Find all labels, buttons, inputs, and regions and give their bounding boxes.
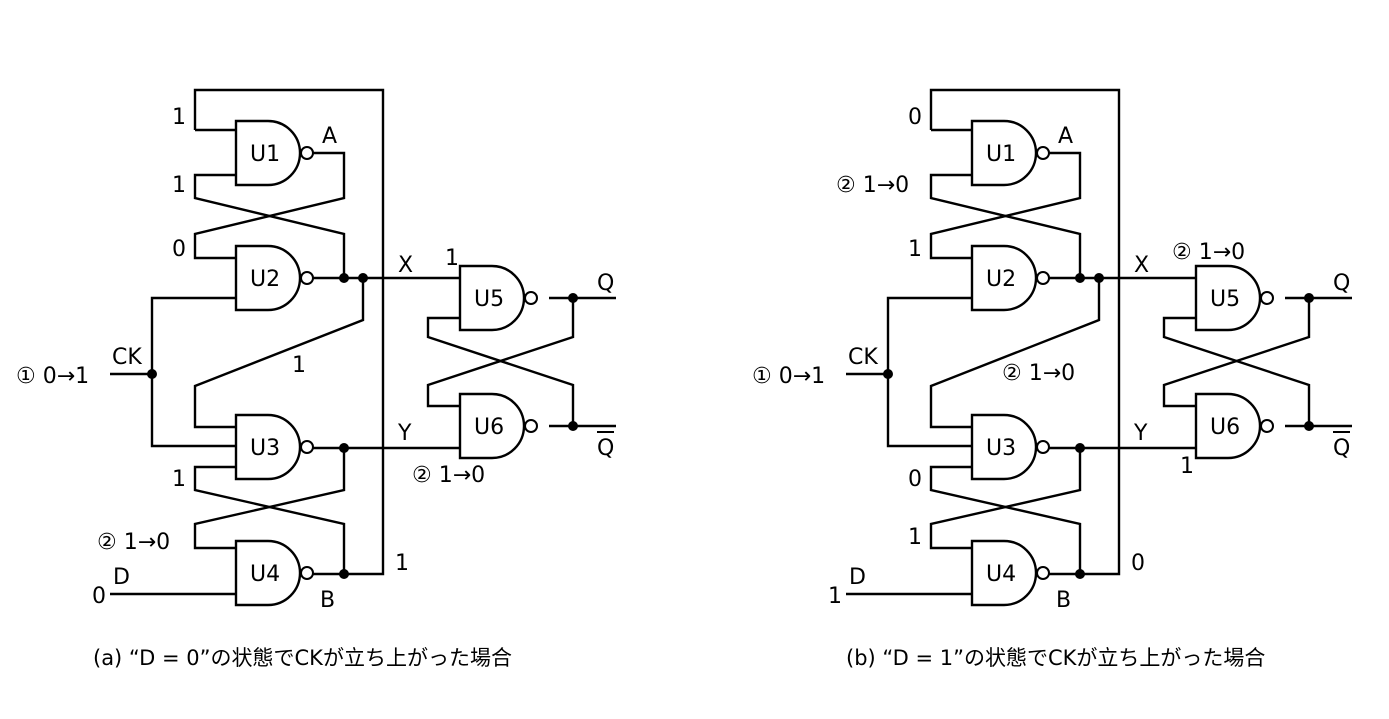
junction-dot — [883, 369, 893, 379]
gate-label: U2 — [986, 267, 1016, 292]
wire-u5-fb — [1162, 298, 1311, 408]
node-label-q: Q — [1333, 271, 1350, 296]
junction-dot — [339, 273, 349, 283]
gate-label: U5 — [1210, 287, 1240, 312]
node-label-ck: CK — [848, 345, 878, 370]
wire-u6-fb — [1162, 316, 1311, 426]
value-u1-bottom: 1 — [172, 173, 186, 198]
node-label-qbar: Q — [597, 436, 614, 461]
value-d-in: 1 — [828, 584, 842, 609]
value-feedback-right: 0 — [1131, 551, 1145, 576]
node-label-b: B — [320, 588, 335, 613]
junction-dot — [1075, 443, 1085, 453]
node-label-qbar: Q — [1333, 436, 1350, 461]
node-label-ck: CK — [112, 345, 142, 370]
junction-dot — [1304, 421, 1314, 431]
wire-u5-fb — [426, 298, 575, 408]
gate-label: U6 — [474, 415, 504, 440]
wire-y-to-u4 — [929, 448, 1082, 550]
node-label-x: X — [1134, 253, 1149, 278]
value-u3-feedback: 1 — [292, 353, 306, 378]
junction-dot — [568, 293, 578, 303]
junction-dot — [1075, 569, 1085, 579]
gate-label: U1 — [250, 142, 280, 167]
gate-label: U4 — [250, 562, 280, 587]
gate-label: U6 — [1210, 415, 1240, 440]
value-x: 1 — [445, 246, 459, 271]
wire-feedback-loop — [193, 88, 385, 576]
node-label-b: B — [1056, 588, 1071, 613]
value-y: 1 — [1180, 454, 1194, 479]
junction-dot — [1094, 273, 1104, 283]
gate-label: U1 — [986, 142, 1016, 167]
junction-dot — [339, 443, 349, 453]
junction-dot — [1304, 293, 1314, 303]
wire-b-to-u3 — [929, 465, 1082, 574]
junction-dot — [147, 369, 157, 379]
value-y: ② 1→0 — [412, 463, 485, 488]
wire-x-feedback — [193, 278, 365, 429]
junction-dot — [568, 421, 578, 431]
value-u3-bottom: 0 — [908, 467, 922, 492]
node-label-a: A — [322, 124, 337, 149]
value-u2-top: 1 — [908, 237, 922, 262]
node-label-y: Y — [397, 421, 412, 446]
value-u3-feedback: ② 1→0 — [1002, 361, 1075, 386]
wire-x-to-u1 — [929, 173, 1082, 278]
caption-b: (b) “D = 1”の状態でCKが立ち上がった場合 — [846, 646, 1265, 670]
diagram-b: U1 U2 U3 U4 U5 U6 A B X Y CK D Q Q 0 ② 1… — [752, 88, 1352, 670]
wire-feedback-loop — [929, 88, 1121, 576]
gate-label: U5 — [474, 287, 504, 312]
junction-dot — [1075, 273, 1085, 283]
gate-label: U3 — [986, 436, 1016, 461]
value-ck-in: ① 0→1 — [752, 364, 825, 389]
wire-b-to-u3 — [193, 465, 346, 574]
junction-dot — [358, 273, 368, 283]
node-label-d: D — [849, 565, 866, 590]
value-u4-top: 1 — [908, 525, 922, 550]
wire-x-to-u1 — [193, 173, 346, 278]
value-u3-bottom: 1 — [172, 467, 186, 492]
diagram-a: U1 U2 U3 U4 U5 U6 A B X Y CK D Q Q 1 1 0… — [16, 88, 616, 670]
node-label-y: Y — [1133, 421, 1148, 446]
value-x: ② 1→0 — [1172, 240, 1245, 265]
caption-a: (a) “D = 0”の状態でCKが立ち上がった場合 — [93, 646, 512, 670]
gate-label: U2 — [250, 267, 280, 292]
value-ck-in: ① 0→1 — [16, 364, 89, 389]
value-u1-bottom: ② 1→0 — [836, 173, 909, 198]
wire-y-to-u4 — [193, 448, 346, 550]
value-u2-top: 0 — [172, 237, 186, 262]
value-u1-top: 0 — [908, 105, 922, 130]
wire-x-feedback — [929, 278, 1101, 429]
node-label-a: A — [1058, 124, 1073, 149]
gate-label: U4 — [986, 562, 1016, 587]
node-label-q: Q — [597, 271, 614, 296]
junction-dot — [339, 569, 349, 579]
gate-label: U3 — [250, 436, 280, 461]
wire-u6-fb — [426, 316, 575, 426]
value-u1-top: 1 — [172, 105, 186, 130]
value-u4-top: ② 1→0 — [97, 530, 170, 555]
node-label-d: D — [113, 565, 130, 590]
value-feedback-right: 1 — [395, 551, 409, 576]
value-d-in: 0 — [92, 584, 106, 609]
node-label-x: X — [398, 253, 413, 278]
